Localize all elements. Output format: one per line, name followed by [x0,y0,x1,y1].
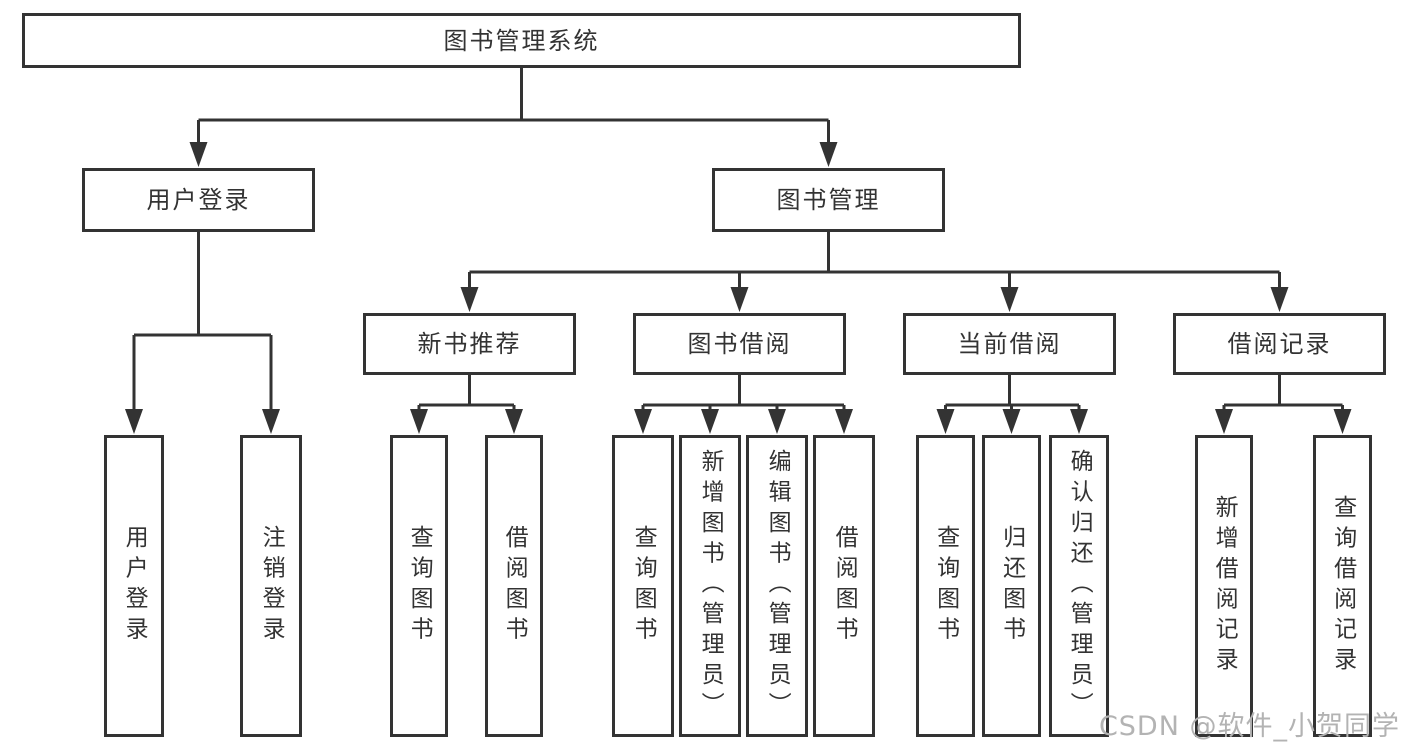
node-leaf-user-login: 用户登录 [104,435,164,737]
csdn-watermark: CSDN @软件_小贺同学 [1098,711,1400,742]
node-book-borrowing: 图书借阅 [633,313,846,375]
node-library-management-system: 图书管理系统 [22,13,1021,68]
node-leaf-add-books-admin: 新增图书（管理员） [679,435,741,737]
node-leaf-query-borrow-record: 查询借阅记录 [1313,435,1372,737]
node-leaf-query-books-recommend: 查询图书 [390,435,448,737]
node-leaf-return-books: 归还图书 [982,435,1041,737]
node-book-management: 图书管理 [712,168,945,232]
node-current-borrowing: 当前借阅 [903,313,1116,375]
node-user-login: 用户登录 [82,168,315,232]
node-new-book-recommendation: 新书推荐 [363,313,576,375]
node-leaf-borrow-books-recommend: 借阅图书 [485,435,543,737]
node-leaf-logout: 注销登录 [240,435,302,737]
node-leaf-query-books-borrow: 查询图书 [612,435,674,737]
node-leaf-edit-books-admin: 编辑图书（管理员） [746,435,808,737]
node-borrowing-records: 借阅记录 [1173,313,1386,375]
node-leaf-borrow-books: 借阅图书 [813,435,875,737]
node-leaf-query-books-current: 查询图书 [916,435,975,737]
node-leaf-confirm-return-admin: 确认归还（管理员） [1049,435,1109,737]
node-leaf-add-borrow-record: 新增借阅记录 [1195,435,1253,737]
